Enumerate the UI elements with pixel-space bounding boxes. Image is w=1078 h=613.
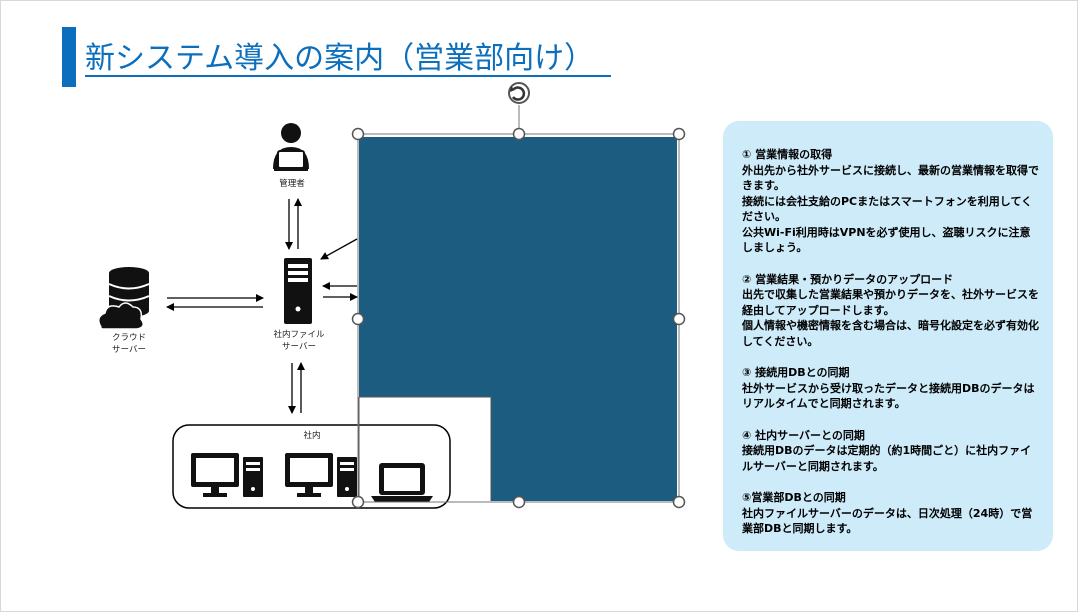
resize-handle-top-right[interactable] xyxy=(672,127,686,141)
section-heading: ④ 社内サーバーとの同期 xyxy=(742,428,865,442)
info-panel[interactable]: ① 営業情報の取得 外出先から社外サービスに接続し、最新の営業情報を取得できます… xyxy=(723,121,1053,551)
rotate-handle-icon[interactable] xyxy=(508,82,530,104)
person-laptop-icon[interactable] xyxy=(273,123,309,171)
office-label: 社内 xyxy=(303,430,320,441)
arrow-external-to-server-1 xyxy=(320,238,358,260)
section-line: 接続用DBのデータは定期的（約1時間ごと）に社内ファイルサーバーと同期されます。 xyxy=(742,444,1032,473)
info-section-1: ① 営業情報の取得 外出先から社外サービスに接続し、最新の営業情報を取得できます… xyxy=(742,147,1039,256)
database-cloud-icon[interactable] xyxy=(98,267,150,330)
resize-handle-top[interactable] xyxy=(512,127,526,141)
selected-shape[interactable] xyxy=(359,137,677,501)
section-line: 社外サービスから受け取ったデータと接続用DBのデータはリアルタイムでと同期されま… xyxy=(742,381,1035,411)
cloud-label-line1: クラウド xyxy=(112,333,146,343)
section-line: 個人情報や機密情報を含む場合は、暗号化設定を必ず有効化してください。 xyxy=(742,319,1039,348)
section-line: 接続には会社支給のPCまたはスマートフォンを利用してください。 xyxy=(742,194,1033,224)
resize-handle-left[interactable] xyxy=(351,312,365,326)
server-label-line1: 社内ファイル xyxy=(273,329,325,340)
title-underline xyxy=(85,75,611,77)
title-accent-bar xyxy=(62,27,76,87)
server-tower-icon[interactable] xyxy=(284,258,312,324)
info-section-2: ② 営業結果・預かりデータのアップロード 出先で収集した営業結果や預かりデータを… xyxy=(742,272,1039,350)
section-line: 社内ファイルサーバーのデータは、日次処理（24時）で営業部DBと同期します。 xyxy=(742,506,1033,536)
info-section-3: ③ 接続用DBとの同期 社外サービスから受け取ったデータと接続用DBのデータはリ… xyxy=(742,365,1039,412)
server-label-line2: サーバー xyxy=(282,342,316,352)
section-heading: ⑤営業部DBとの同期 xyxy=(742,491,846,504)
cloud-label-line2: サーバー xyxy=(112,345,146,355)
page-title[interactable]: 新システム導入の案内（営業部向け） xyxy=(85,41,595,76)
section-line: 外出先から社外サービスに接続し、最新の営業情報を取得できます。 xyxy=(742,163,1039,193)
resize-handle-right[interactable] xyxy=(672,312,686,326)
section-heading: ② 営業結果・預かりデータのアップロード xyxy=(742,272,954,286)
desktop-computer-icon[interactable] xyxy=(285,453,357,497)
admin-label: 管理者 xyxy=(279,178,305,189)
resize-handle-bottom-left[interactable] xyxy=(351,495,365,509)
section-heading: ③ 接続用DBとの同期 xyxy=(742,366,850,379)
section-line: 公共Wi-Fi利用時はVPNを必ず使用し、盗聴リスクに注意しましょう。 xyxy=(742,225,1031,255)
laptop-icon[interactable] xyxy=(371,463,433,502)
resize-handle-top-left[interactable] xyxy=(351,127,365,141)
info-section-4: ④ 社内サーバーとの同期 接続用DBのデータは定期的（約1時間ごと）に社内ファイ… xyxy=(742,428,1039,475)
section-heading: ① 営業情報の取得 xyxy=(742,148,833,161)
resize-handle-bottom[interactable] xyxy=(512,495,526,509)
resize-handle-bottom-right[interactable] xyxy=(672,495,686,509)
info-section-5: ⑤営業部DBとの同期 社内ファイルサーバーのデータは、日次処理（24時）で営業部… xyxy=(742,490,1039,537)
desktop-computer-icon[interactable] xyxy=(191,453,263,497)
section-line: 出先で収集した営業結果や預かりデータを、社外サービスを経由してアップロードします… xyxy=(742,288,1039,317)
